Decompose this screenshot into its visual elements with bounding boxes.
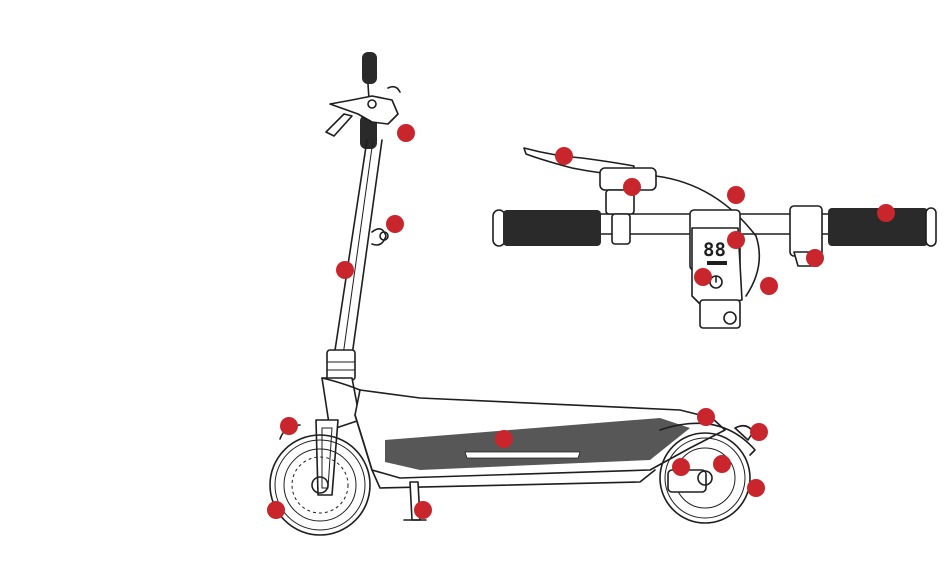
hotspot-7[interactable] [495, 430, 513, 448]
hotspot-1[interactable] [397, 124, 415, 142]
hotspot-20[interactable] [877, 204, 895, 222]
hotspot-6[interactable] [414, 501, 432, 519]
hotspot-9[interactable] [750, 423, 768, 441]
hotspot-18[interactable] [760, 277, 778, 295]
control-display: 88 [690, 210, 742, 328]
hotspot-4[interactable] [280, 417, 298, 435]
hotspot-14[interactable] [623, 178, 641, 196]
handlebar-detail-view: 88 [493, 148, 936, 328]
hotspot-3[interactable] [336, 261, 354, 279]
folding-clamp [327, 350, 355, 380]
battery-indicator [707, 261, 727, 265]
hotspot-5[interactable] [267, 501, 285, 519]
hotspot-2[interactable] [386, 215, 404, 233]
steering-column [327, 140, 388, 380]
deck [322, 378, 725, 488]
hotspot-10[interactable] [672, 458, 690, 476]
hotspot-12[interactable] [747, 479, 765, 497]
hotspot-16[interactable] [727, 231, 745, 249]
hotspot-8[interactable] [697, 408, 715, 426]
hotspot-15[interactable] [727, 186, 745, 204]
hotspot-19[interactable] [806, 249, 824, 267]
hotspot-11[interactable] [713, 455, 731, 473]
speed-readout: 88 [703, 239, 726, 261]
hotspot-17[interactable] [694, 268, 712, 286]
hotspot-13[interactable] [555, 147, 573, 165]
left-grip [493, 210, 601, 246]
rear-wheel [660, 433, 750, 523]
